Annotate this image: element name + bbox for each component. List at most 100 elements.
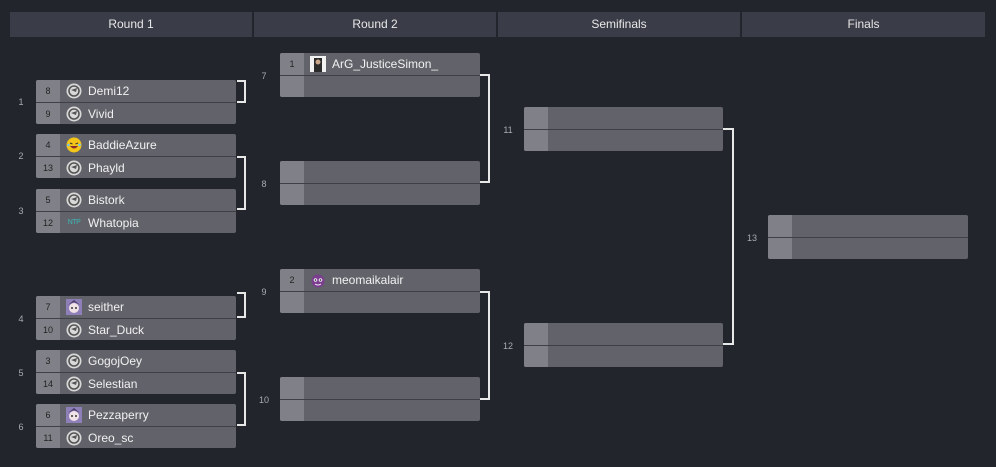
purple-creature-icon [310,272,326,288]
match-box[interactable]: 4 BaddieAzure 13 Phayld [36,134,236,178]
seed-number: 11 [36,427,60,448]
seed-number [524,323,548,345]
player-slot[interactable]: 11 Oreo_sc [36,426,236,448]
match-number: 9 [261,287,267,297]
player-slot[interactable]: 5 Bistork [36,189,236,211]
seed-number: 10 [36,319,60,340]
match-number: 6 [18,422,24,432]
match-number: 11 [503,125,513,135]
match-number: 8 [261,179,267,189]
player-name: Phayld [88,160,125,175]
seed-number: 7 [36,296,60,318]
seed-number [280,400,304,421]
player-slot[interactable] [280,161,480,183]
player-slot[interactable] [280,75,480,97]
seed-number: 12 [36,212,60,233]
player-name: Oreo_sc [88,430,134,445]
player-slot[interactable] [524,323,723,345]
anime-avatar-icon [66,407,82,423]
match-box[interactable]: 6 Pezzaperry 11 Oreo_sc [36,404,236,448]
player-name: Bistork [88,193,125,207]
player-slot[interactable] [524,345,723,367]
match-number: 4 [18,314,24,324]
seed-number: 6 [36,404,60,426]
match-box[interactable]: 5 Bistork 12 NTP Whatopia [36,189,236,233]
header-round-1: Round 1 [10,12,252,37]
player-slot[interactable]: 12 NTP Whatopia [36,211,236,233]
match-box[interactable]: 2 meomaikalair [280,269,480,313]
seed-number [280,76,304,97]
player-slot[interactable]: 4 BaddieAzure [36,134,236,156]
anime-avatar-icon [66,299,82,315]
player-name: Pezzaperry [88,408,149,422]
header-finals: Finals [742,12,985,37]
seed-number [280,377,304,399]
team-logo-icon: NTP [67,219,81,226]
seed-number: 5 [36,189,60,211]
player-slot[interactable]: 3 GogojOey [36,350,236,372]
default-avatar-icon [66,430,82,446]
player-name: ArG_JusticeSimon_ [332,57,439,71]
match-box[interactable] [524,107,723,151]
match-number: 3 [18,206,24,216]
player-slot[interactable]: 10 Star_Duck [36,318,236,340]
match-number: 5 [18,368,24,378]
photo-avatar-icon [310,56,326,72]
seed-number: 3 [36,350,60,372]
player-slot[interactable]: 7 seither [36,296,236,318]
match-number: 10 [258,395,269,405]
player-name: Demi12 [88,84,130,98]
match-number: 13 [746,233,757,243]
player-name: GogojOey [88,354,143,368]
player-slot[interactable] [280,399,480,421]
player-name: BaddieAzure [88,138,157,152]
player-slot[interactable] [280,183,480,205]
player-name: Whatopia [88,215,139,230]
player-slot[interactable]: 13 Phayld [36,156,236,178]
player-slot[interactable] [768,237,968,259]
player-name: Star_Duck [88,322,145,337]
player-name: Selestian [88,376,138,391]
player-slot[interactable]: 1 ArG_JusticeSimon_ [280,53,480,75]
match-box[interactable] [524,323,723,367]
seed-number [280,161,304,183]
default-avatar-icon [66,83,82,99]
seed-number [280,292,304,313]
match-box[interactable]: 7 seither 10 Star_Duck [36,296,236,340]
player-slot[interactable] [280,377,480,399]
player-slot[interactable]: 6 Pezzaperry [36,404,236,426]
seed-number [768,238,792,259]
seed-number [280,184,304,205]
header-round-2: Round 2 [254,12,496,37]
match-number: 1 [18,97,24,107]
match-box[interactable]: 1 ArG_JusticeSimon_ [280,53,480,97]
seed-number: 1 [280,53,304,75]
player-slot[interactable]: 2 meomaikalair [280,269,480,291]
match-box[interactable] [280,161,480,205]
match-box[interactable] [768,215,968,259]
seed-number: 2 [280,269,304,291]
player-name: meomaikalair [332,273,404,287]
player-slot[interactable] [524,129,723,151]
seed-number [524,130,548,151]
match-number: 7 [261,71,267,81]
seed-number: 4 [36,134,60,156]
default-avatar-icon [66,192,82,208]
default-avatar-icon [66,376,82,392]
player-slot[interactable] [524,107,723,129]
default-avatar-icon [66,322,82,338]
player-slot[interactable] [280,291,480,313]
player-slot[interactable] [768,215,968,237]
default-avatar-icon [66,160,82,176]
seed-number: 9 [36,103,60,124]
laughing-emoji-icon [66,137,82,153]
match-box[interactable] [280,377,480,421]
default-avatar-icon [66,106,82,122]
seed-number: 13 [36,157,60,178]
player-name: seither [88,300,125,314]
